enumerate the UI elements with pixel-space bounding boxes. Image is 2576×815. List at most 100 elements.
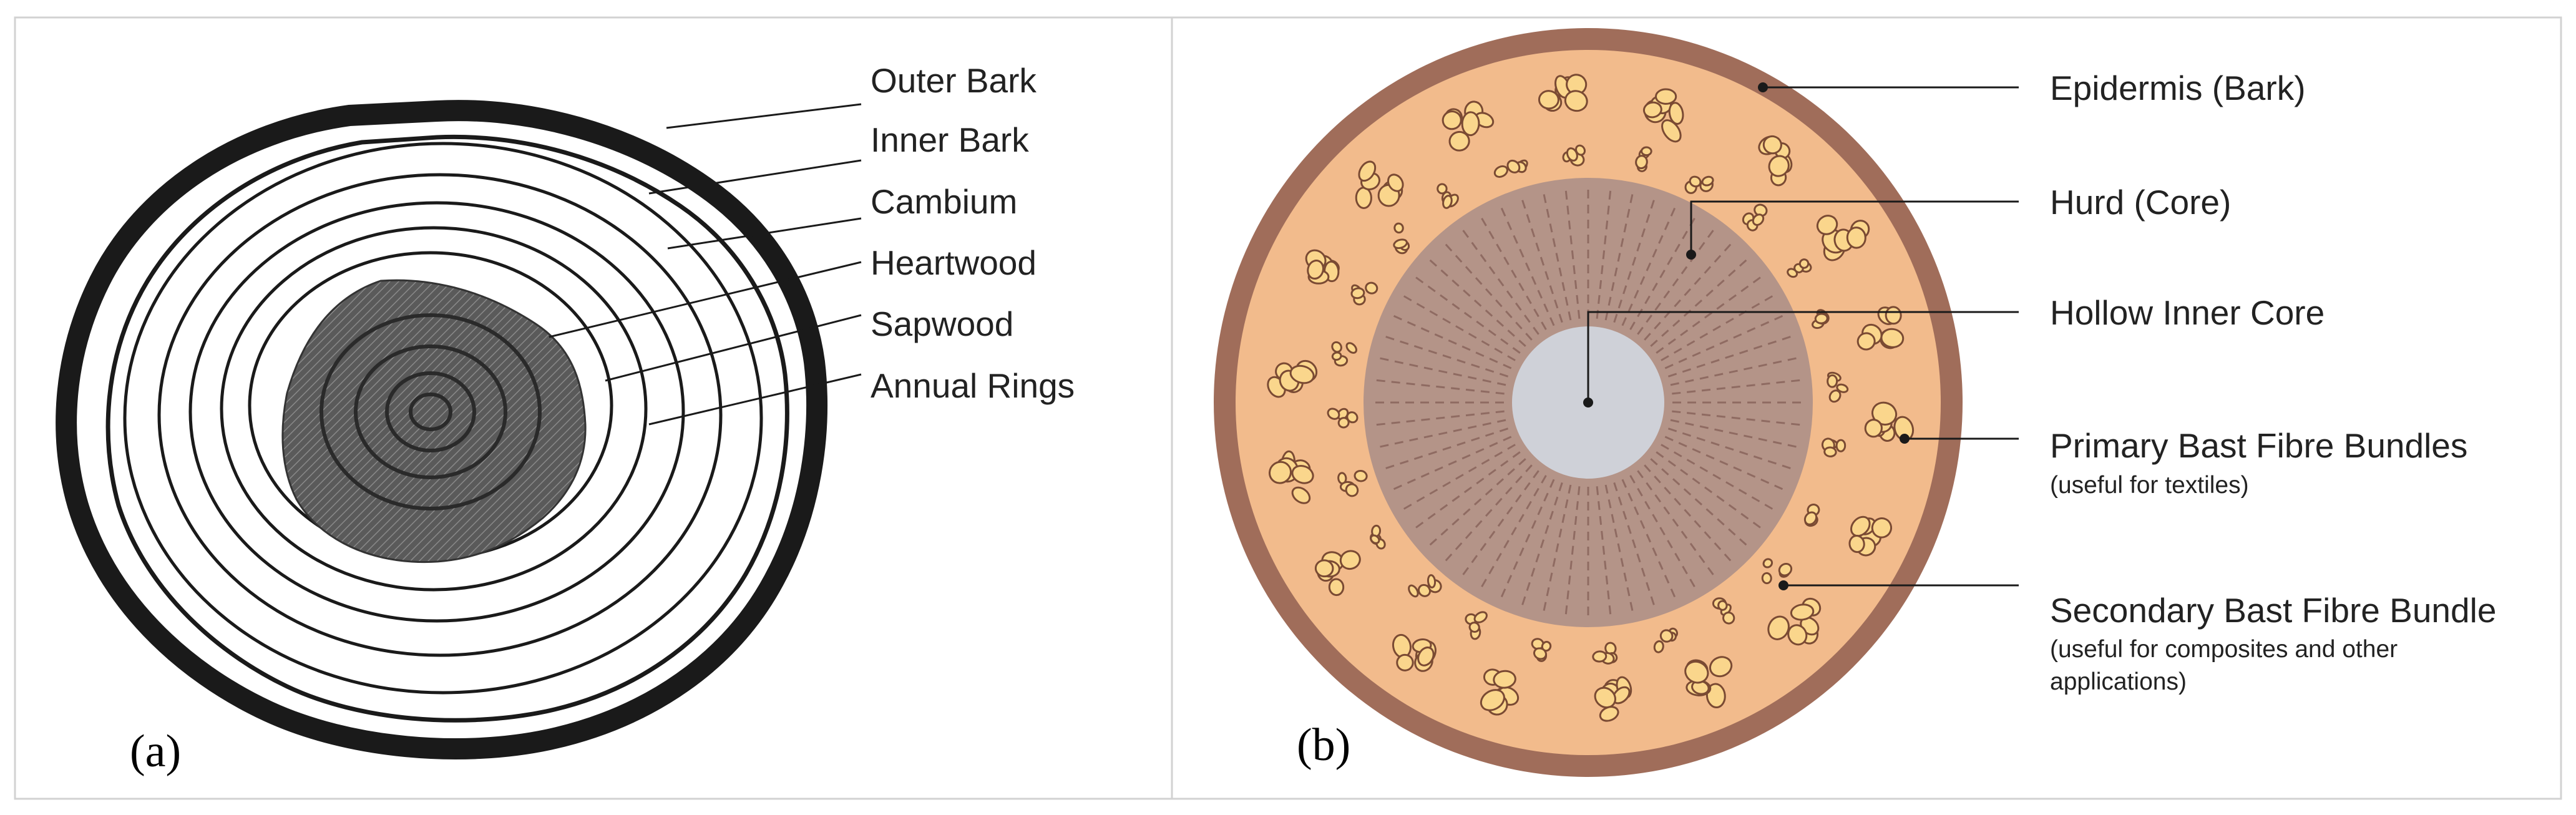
label-epidermis: Epidermis (Bark) [2050,69,2306,107]
fibre-cell [1642,101,1662,119]
fibre-cell [1856,332,1876,351]
fibre-cell [1533,647,1547,660]
fibre-cell [1468,622,1480,633]
fibre-cell [1880,328,1905,348]
panel-a-tree-cross-section: Outer Bark Inner Bark Cambium Heartwood … [56,61,1075,777]
primary-fibre-bundle [1305,249,1340,285]
fibre-cell [1787,268,1798,278]
hurd-radial-line [1650,255,1752,347]
hurd-radial-line [1520,194,1563,323]
fibre-cell [1722,612,1735,625]
fibre-cell [1594,686,1616,709]
hurd-radial-line [1672,378,1806,395]
primary-fibre-bundle [1480,668,1520,716]
fibre-cell [1461,111,1480,137]
fibre-cell [1814,313,1828,325]
fibre-cell [1689,175,1702,188]
secondary-fibre-bundle [1327,407,1359,429]
fibre-cell [1798,258,1810,269]
hurd-radial-line [1478,213,1547,330]
secondary-fibre-bundle [1350,281,1378,306]
hurd-radial-line [1564,185,1581,319]
fibre-cell [1787,624,1808,646]
fibre-cell [1393,222,1404,234]
note-primary-bundles: (useful for textiles) [2050,472,2249,499]
fibre-cell [1752,213,1765,226]
hurd-radial-line [1656,451,1766,532]
hurd-radial-line [1637,225,1717,335]
label-cambium: Cambium [871,182,1017,221]
label-outer-bark: Outer Bark [871,61,1037,100]
fibre-cell [1767,615,1790,640]
secondary-fibre-bundle [1827,371,1849,403]
secondary-fibre-bundle [1337,469,1368,497]
heartwood-rings [320,313,542,510]
hurd-radial-line [1667,427,1797,471]
annual-ring [123,142,763,695]
fibre-cell [1448,130,1470,152]
fibre-cell [1358,160,1377,182]
fibre-cell [1328,578,1345,597]
note-secondary-bundle-line-1: (useful for composites and other [2050,636,2398,663]
primary-fibre-bundle [1767,597,1822,646]
primary-fibre-bundle [1392,633,1437,672]
leader-sapwood [605,314,862,382]
label-secondary-bundle: Secondary Bast Fibre Bundle [2050,591,2496,630]
label-primary-bundles: Primary Bast Fibre Bundles [2050,426,2467,465]
heartwood-ring [409,393,452,431]
hurd-radial-line [1661,292,1778,361]
secondary-fibre-bundle [1684,175,1714,194]
fibre-cell [1835,439,1847,452]
panel-b-leader-lines [1587,86,2019,587]
hurd-radial-line [1478,475,1547,592]
fibre-cell [1848,534,1865,554]
secondary-fibre-bundle [1493,159,1528,178]
label-inner-bark: Inner Bark [871,120,1029,159]
primary-fibre-bundle [1594,676,1632,722]
hurd-radial-line [1374,419,1506,449]
hurd-radial-line [1441,464,1533,566]
hurd-radial-line [1374,356,1506,386]
hurd-radial-line [1661,444,1778,513]
hurd-radial-line [1596,185,1612,319]
fibre-cell [1659,629,1674,643]
hurd-radial-line [1398,292,1516,361]
note-secondary-bundle-line-2: applications) [2050,668,2187,695]
leader-heartwood [549,261,862,338]
fibre-cell [1871,517,1893,539]
primary-fibre-bundle [1269,450,1314,504]
hurd-radial-line [1388,436,1512,492]
fibre-cell [1339,550,1361,570]
hurd-radial-line [1621,479,1678,603]
fibre-cell [1355,187,1372,209]
fibre-cell [1653,640,1664,653]
hurd-radial-line [1656,273,1766,354]
secondary-fibre-bundle [1465,611,1488,640]
annual-rings [123,142,763,695]
fibre-cell [1493,165,1508,178]
fibre-cell [1661,119,1682,143]
fibre-cell [1442,195,1453,209]
fibre-cell [1291,486,1311,504]
fibre-cell [1762,558,1773,569]
hurd-radial-line [1667,334,1797,378]
fibre-cell [1538,90,1559,110]
panel-b-leader-dots [1583,82,1910,590]
hurd-radial-line [1613,194,1657,323]
leader-hurd [1690,200,2019,255]
hurd-radial-line [1541,484,1572,617]
primary-fibre-bundle [1684,656,1733,709]
hurd-radial-line [1498,202,1555,326]
hurd-radial-line [1629,475,1699,592]
label-heartwood: Heartwood [871,243,1037,282]
secondary-fibre-bundle [1437,183,1459,209]
panel-label-a: (a) [130,726,181,777]
hurd-radial-line [1613,482,1657,611]
fibre-cell [1705,683,1726,709]
secondary-fibre-bundle [1635,146,1652,172]
fibre-cell [1761,572,1772,585]
leader-dot [1583,398,1593,407]
fibre-cell [1345,483,1359,497]
secondary-fibre-bundle [1821,437,1847,457]
fibre-cell [1836,383,1849,393]
